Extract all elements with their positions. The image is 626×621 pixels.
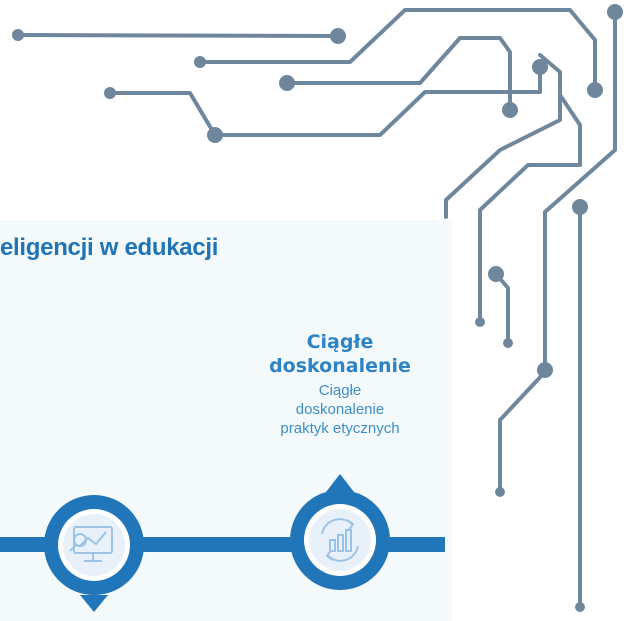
circuit-trace bbox=[285, 36, 512, 112]
stage-desc-line: doskonalenie bbox=[295, 401, 385, 418]
circuit-node bbox=[503, 338, 513, 348]
circuit-trace bbox=[494, 272, 510, 345]
circuit-node bbox=[475, 317, 485, 327]
circuit-trace bbox=[108, 65, 542, 137]
timeline bbox=[0, 474, 445, 612]
circuit-node bbox=[12, 29, 24, 41]
node-pointer-down bbox=[80, 595, 108, 612]
panel-title: eligencji w edukacji bbox=[0, 234, 219, 261]
circuit-node bbox=[495, 487, 505, 497]
stage-description: Ciągłe doskonalenie praktyk etycznych bbox=[240, 381, 440, 438]
circuit-node bbox=[587, 82, 603, 98]
circuit-node bbox=[607, 4, 623, 20]
circuit-node bbox=[330, 28, 346, 44]
circuit-node bbox=[104, 87, 116, 99]
stage-title: Ciągłe doskonalenie bbox=[240, 330, 440, 378]
circuit-node bbox=[279, 75, 295, 91]
circuit-node bbox=[194, 56, 206, 68]
circuit-trace bbox=[198, 8, 597, 92]
continuous-improvement-icon bbox=[321, 518, 359, 562]
circuit-trace bbox=[444, 53, 562, 219]
circuit-trace bbox=[543, 10, 617, 372]
circuit-node bbox=[575, 602, 585, 612]
stage-desc-line: Ciągłe bbox=[318, 382, 362, 399]
circuit-trace bbox=[498, 370, 547, 494]
stage-continuous-improvement: Ciągłe doskonalenie Ciągłe doskonalenie … bbox=[240, 330, 440, 438]
circuit-node bbox=[488, 266, 504, 282]
stage-desc-line: praktyk etycznych bbox=[280, 420, 400, 437]
circuit-node bbox=[502, 102, 518, 118]
circuit-node bbox=[207, 127, 223, 143]
stage-title-line: Ciągłe bbox=[306, 331, 374, 353]
timeline-node-left bbox=[44, 495, 144, 612]
circuit-trace bbox=[478, 93, 582, 324]
circuit-trace bbox=[16, 33, 340, 38]
circuit-node bbox=[532, 59, 548, 75]
timeline-node-right bbox=[290, 474, 390, 590]
monitor-analytics-icon bbox=[69, 526, 113, 562]
stage-title-line: doskonalenie bbox=[269, 355, 411, 377]
node-pointer-up bbox=[326, 474, 354, 492]
circuit-node bbox=[572, 199, 588, 215]
circuit-node bbox=[537, 362, 553, 378]
